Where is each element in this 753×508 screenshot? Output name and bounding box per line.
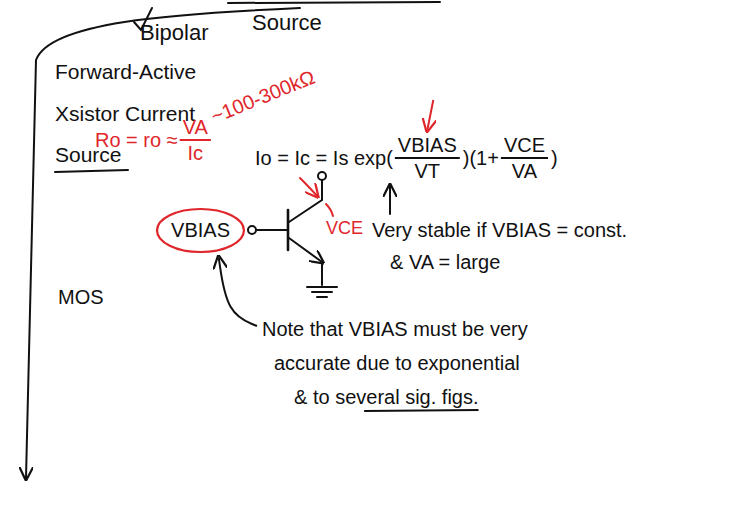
emitter-wire bbox=[321, 262, 323, 285]
emphasis-arrow bbox=[427, 100, 433, 130]
bias-label: VBIAS bbox=[171, 219, 230, 242]
base-lead bbox=[256, 229, 288, 231]
fraction-bar bbox=[501, 157, 548, 159]
formula-text: VCE bbox=[504, 134, 545, 157]
current-arrow bbox=[300, 178, 317, 196]
ground-symbol bbox=[307, 287, 337, 297]
flow-curve bbox=[26, 8, 300, 478]
heading-text: Xsistor Current bbox=[55, 102, 195, 126]
pointer-arrow bbox=[389, 186, 391, 214]
fraction-bar bbox=[395, 157, 460, 159]
collector-lead bbox=[289, 180, 322, 222]
formula-text: )(1+ bbox=[463, 147, 499, 170]
underline bbox=[364, 410, 478, 411]
heading-text: MOS bbox=[58, 286, 104, 309]
formula-text: Io = Ic = Is exp( bbox=[255, 147, 393, 170]
note-text: & VA = large bbox=[390, 251, 500, 274]
value-note: ~100-300kΩ bbox=[208, 66, 319, 129]
formula-text: VT bbox=[415, 160, 441, 183]
note-text: Note that VBIAS must be very bbox=[262, 318, 528, 341]
formula-text: Ro = ro ≈ bbox=[95, 129, 178, 152]
underline bbox=[55, 170, 128, 172]
emitter-lead bbox=[289, 238, 322, 262]
fraction-bar bbox=[180, 139, 211, 141]
formula-text: ) bbox=[551, 147, 558, 170]
heading-text: Forward-Active bbox=[55, 60, 196, 84]
vce-leader bbox=[326, 204, 333, 216]
formula-text: Ic bbox=[188, 142, 204, 165]
ellipse bbox=[157, 209, 244, 252]
circled-label: VBIAS bbox=[155, 207, 246, 254]
terminal bbox=[248, 226, 256, 234]
signal-name: VCE bbox=[326, 218, 363, 239]
terminal bbox=[318, 172, 326, 180]
formula-text: VBIAS bbox=[398, 134, 457, 157]
note-text: & to several sig. figs. bbox=[294, 386, 479, 409]
heading-text: Bipolar bbox=[140, 20, 208, 45]
heading-text: Source bbox=[252, 10, 322, 35]
formula-text: VA bbox=[183, 116, 208, 139]
formula-text: VA bbox=[512, 160, 537, 183]
underline bbox=[228, 2, 440, 3]
note-text: Very stable if VBIAS = const. bbox=[372, 219, 627, 242]
note-text: accurate due to exponential bbox=[274, 352, 520, 375]
pointer-arrow bbox=[219, 258, 257, 327]
